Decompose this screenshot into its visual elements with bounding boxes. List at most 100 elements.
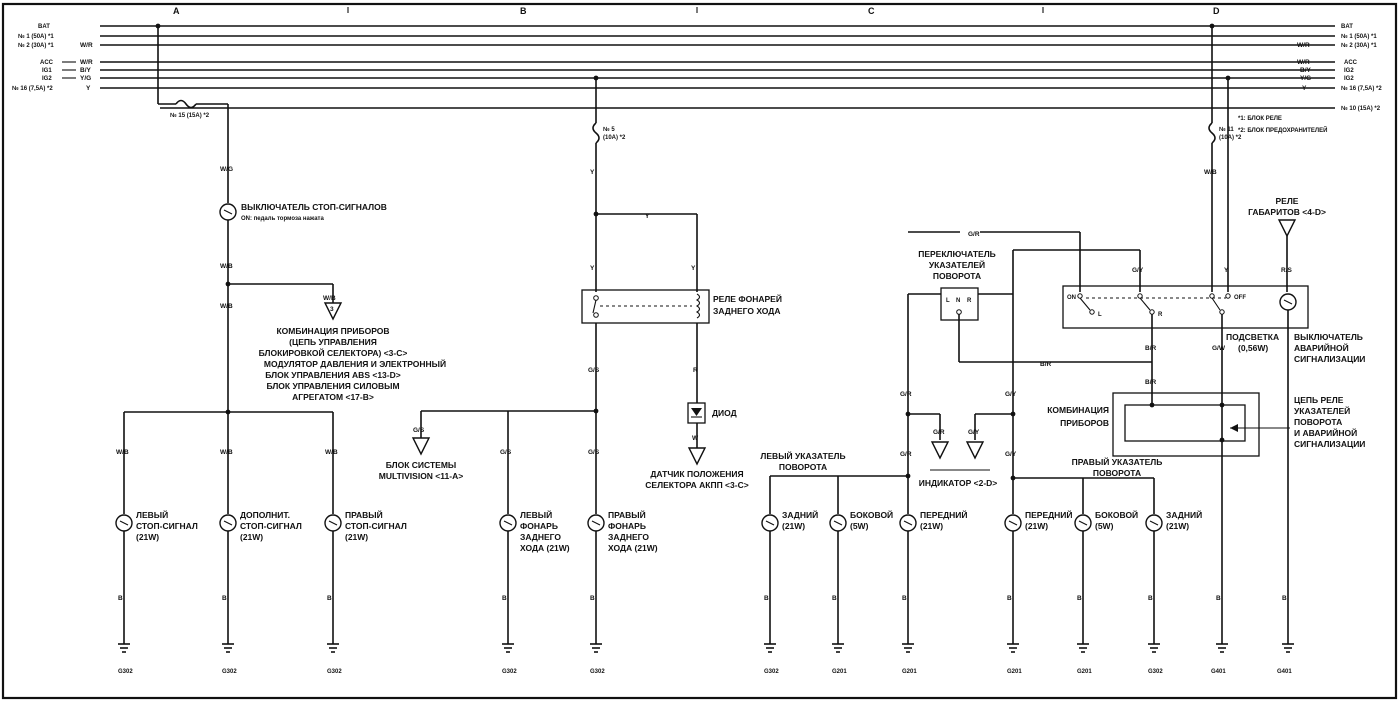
gauge-label-6: БЛОК УПРАВЛЕНИЯ СИЛОВЫМ [266,381,399,391]
hazard-r: R [1158,312,1163,318]
wire-br-1: B/R [1040,361,1052,368]
flasher-label-4: И АВАРИЙНОЙ [1294,427,1357,438]
note-relay-box: *1: БЛОК РЕЛЕ [1238,116,1282,122]
ground-g401-2: G401 [1277,669,1292,675]
rail-left-ig1: IG1 [42,68,52,74]
hazard-label-2: АВАРИЙНОЙ [1294,342,1349,353]
flasher-label-3: ПОВОРОТА [1294,417,1342,427]
rail-left-acc: ACC [40,60,54,66]
indicator-right [965,441,985,460]
hazard-l: L [1098,312,1102,318]
turn-switch-label-1: ПЕРЕКЛЮЧАТЕЛЬ [918,249,996,259]
svg-text:3: 3 [330,306,334,313]
brake-circuit: № 15 (15A) *2 W/G ВЫКЛЮЧАТЕЛЬ СТОП-СИГНА… [116,23,446,514]
tail-relay-connector [1277,219,1297,238]
lamp-1-label-2: СТОП-СИГНАЛ [136,521,198,531]
wire-w: W [692,435,699,442]
wire-gy-1: G/Y [1132,267,1144,274]
wire-wg: W/G [220,166,233,173]
hazard-switch [1062,285,1309,329]
rail-right-acc-wire: W/R [1297,59,1310,66]
lamp-1-ground: G302 [118,669,133,675]
fuse-15-label: № 15 (15A) *2 [170,112,210,119]
wire-gr-4: G/R [900,451,912,458]
brake-switch-note: ON: педаль тормоза нажата [241,216,324,222]
lamp-3-label-1: ПРАВЫЙ [345,509,383,520]
brake-switch-label: ВЫКЛЮЧАТЕЛЬ СТОП-СИГНАЛОВ [241,202,387,212]
lamp-2-ground: G302 [222,669,237,675]
lamp-4-ground: G302 [502,669,517,675]
fuse-5-label-2: (10A) *2 [603,135,626,141]
lamp-wire-6: B [764,595,769,602]
lamp-9-ground: G201 [1007,669,1022,675]
cluster-box [1112,392,1260,457]
wire-gy-4: G/Y [1005,451,1017,458]
lamp-5-label-3: ЗАДНЕГО [608,532,649,542]
lamp-5-label-2: ФОНАРЬ [608,521,646,531]
wire-gy-3: G/Y [968,429,980,436]
lamp-7-ground: G201 [832,669,847,675]
lamp-wire-10: B [1077,595,1082,602]
fuse-11-label-1: № 11 [1219,126,1234,133]
lamp-9-label-1: ПЕРЕДНИЙ [1025,509,1073,520]
hazard-off: OFF [1234,295,1246,301]
lamp-4-label-4: ХОДА (21W) [520,543,570,553]
reverse-relay [581,289,710,324]
wire-wb-4: W/B [116,449,129,456]
atpos-connector [687,447,707,466]
column-markers: A B C D [173,6,1220,16]
wire-wb-7: W/B [1204,169,1217,176]
wire-b-extra-2: B [1282,595,1287,602]
fuse-11-label-2: (10A) *2 [1219,135,1242,141]
lamp-wire-3: B [327,595,332,602]
wire-gw: G/W [1212,345,1226,352]
lamp-10-label-2: (5W) [1095,521,1114,531]
column-b: B [520,6,527,16]
wire-y-1: Y [590,169,595,176]
lamp-wire-8: B [902,595,907,602]
gauge-label-5: БЛОК УПРАВЛЕНИЯ ABS <13-D> [265,370,400,380]
lamp-10-label-1: БОКОВОЙ [1095,509,1138,520]
wire-wb-1: W/B [220,263,233,270]
hazard-on: ON [1067,295,1076,301]
wire-y-4: Y [691,265,696,272]
wire-gs-4: G/S [588,449,600,456]
diode-label: ДИОД [712,408,737,418]
rail-left-fuse2: № 2 (30A) *1 [18,42,54,49]
note-fuse-box: *2: БЛОК ПРЕДОХРАНИТЕЛЕЙ [1238,126,1327,134]
gauge-label-4: МОДУЛЯТОР ДАВЛЕНИЯ И ЭЛЕКТРОННЫЙ [264,358,446,369]
lamp-5-label-4: ХОДА (21W) [608,543,658,553]
atpos-label-1: ДАТЧИК ПОЛОЖЕНИЯ [650,469,743,479]
fuse-5-label-1: № 5 [603,126,615,133]
rail-left-fuse2-wire: W/R [80,42,93,49]
lamp-2-label-1: ДОПОЛНИТ. [240,510,290,520]
indicator-label: ИНДИКАТОР <2-D> [919,478,998,488]
lamp-8-label-2: (21W) [920,521,943,531]
lamp-1-label-1: ЛЕВЫЙ [136,509,168,520]
wire-gs-3: G/S [500,449,512,456]
lamp-9-label-2: (21W) [1025,521,1048,531]
rail-right-fuse10: № 10 (15A) *2 [1341,105,1381,112]
rail-left-ig2-wire: Y/G [80,75,91,82]
lamp-wire-9: B [1007,595,1012,602]
tail-relay-label-1: РЕЛЕ [1276,196,1299,206]
indicator-left [930,441,950,460]
wire-br-3: B/R [1145,379,1157,386]
atpos-label-2: СЕЛЕКТОРА АКПП <3-C> [645,480,748,490]
rail-right-ig1: IG2 [1344,68,1354,74]
rail-right-acc: ACC [1344,60,1358,66]
backlight-label-2: (0,56W) [1238,343,1268,353]
reverse-relay-label-2: ЗАДНЕГО ХОДА [713,306,780,316]
lamp-wire-5: B [590,595,595,602]
column-a: A [173,6,180,16]
gauge-label-1: КОМБИНАЦИЯ ПРИБОРОВ [276,326,389,336]
column-d: D [1213,6,1220,16]
lamp-10-ground: G201 [1077,669,1092,675]
power-rails [100,25,1335,109]
multivision-label-1: БЛОК СИСТЕМЫ [386,460,456,470]
wire-y-2: Y [645,213,650,220]
